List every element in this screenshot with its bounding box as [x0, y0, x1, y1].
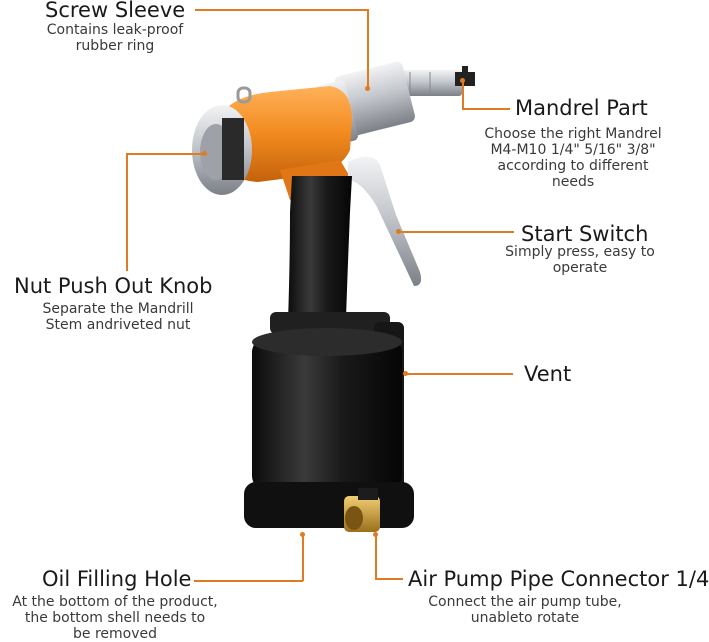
leader-air-v — [375, 534, 377, 579]
leader-screw-sleeve-v — [367, 9, 369, 88]
leader-mandrel-h — [462, 108, 510, 110]
leader-knob-v — [126, 153, 128, 271]
leader-oil-v — [302, 534, 304, 581]
leader-air-h — [375, 578, 403, 580]
trigger-lever — [348, 156, 422, 286]
leader-knob-dot — [202, 151, 207, 156]
oil-filling-hole-title: Oil Filling Hole — [42, 567, 192, 591]
oil-filling-hole-desc: At the bottom of the product, the bottom… — [12, 594, 218, 642]
leader-screw-sleeve-dot — [365, 86, 370, 91]
mandrel-part — [400, 66, 475, 96]
rivet-nut-tool-illustration — [192, 61, 475, 532]
air-connector-fitting — [344, 488, 380, 532]
nut-push-out-knob-desc: Separate the Mandrill Stem andriveted nu… — [42, 301, 194, 333]
leader-screw-sleeve-h — [195, 9, 368, 11]
air-pump-pipe-connector-title: Air Pump Pipe Connector 1/4 — [408, 567, 709, 591]
leader-vent-h — [405, 373, 513, 375]
leader-start-switch-h — [398, 231, 514, 233]
leader-oil-dot — [300, 532, 305, 537]
leader-knob-h — [126, 153, 204, 155]
handle-collar — [270, 312, 390, 334]
leader-oil-h — [194, 580, 303, 582]
mandrel-part-desc: Choose the right Mandrel M4-M10 1/4" 5/1… — [484, 126, 662, 190]
screw-sleeve-desc: Contains leak-proof rubber ring — [46, 22, 184, 54]
leader-mandrel-v — [462, 80, 464, 110]
start-switch-title: Start Switch — [521, 222, 649, 246]
nut-push-out-knob-title: Nut Push Out Knob — [14, 274, 213, 298]
leader-start-switch-dot — [396, 229, 401, 234]
nut-push-out-knob — [192, 105, 252, 195]
leader-air-dot — [373, 532, 378, 537]
cylinder-body — [244, 328, 414, 528]
mandrel-part-title: Mandrel Part — [515, 96, 648, 120]
screw-sleeve-title: Screw Sleeve — [45, 0, 186, 22]
handle-grip — [288, 176, 352, 322]
leader-vent-dot — [403, 371, 408, 376]
air-pump-pipe-connector-desc: Connect the air pump tube, unableto rota… — [428, 594, 622, 626]
start-switch-desc: Simply press, easy to operate — [505, 244, 655, 276]
vent-title: Vent — [524, 362, 572, 386]
leader-mandrel-dot — [460, 78, 465, 83]
